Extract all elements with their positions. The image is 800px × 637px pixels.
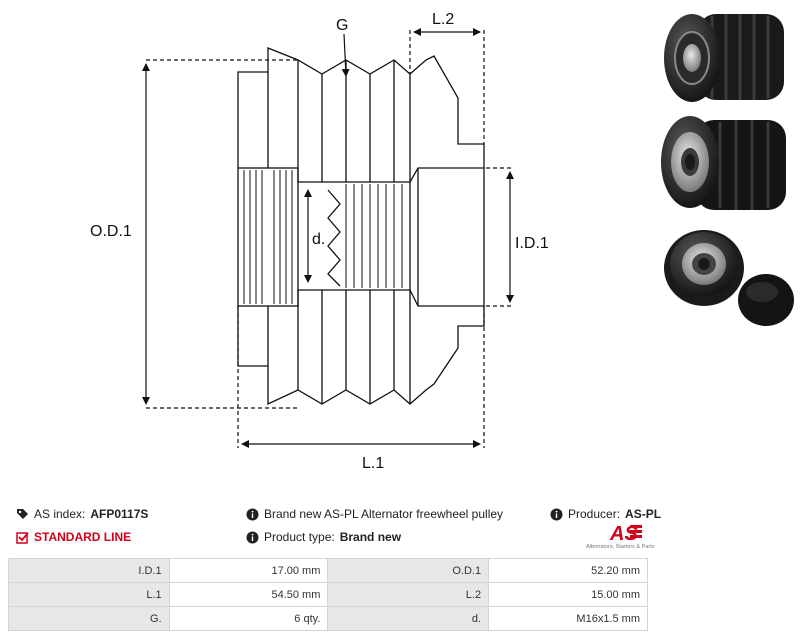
checkbox-checked-icon [16, 531, 29, 544]
logo-bars [630, 525, 642, 540]
as-pl-logo: AS Alternators, Starters & Parts [586, 523, 654, 553]
spec-key: G. [8, 606, 170, 631]
product-photos [661, 14, 794, 326]
pulley-outline-bottom [237, 306, 485, 406]
table-row: G. 6 qty. d. M16x1.5 mm [8, 606, 648, 631]
tag-icon [16, 508, 29, 521]
table-row: L.1 54.50 mm L.2 15.00 mm [8, 582, 648, 607]
spec-table: I.D.1 17.00 mm O.D.1 52.20 mm L.1 54.50 … [8, 558, 648, 631]
spec-value: 6 qty. [168, 606, 329, 631]
as-index-value: AFP0117S [90, 507, 149, 521]
producer-value: AS-PL [625, 507, 662, 521]
od1-label: O.D.1 [90, 223, 132, 240]
product-type-label: Product type: [264, 530, 335, 544]
pulley-rear-photo [661, 116, 786, 210]
logo-text: AS [610, 523, 638, 545]
description-row: Brand new AS-PL Alternator freewheel pul… [246, 507, 503, 521]
spec-key: d. [327, 606, 490, 631]
d-label: d. [312, 231, 325, 248]
pulley-outline-top [237, 47, 485, 168]
spec-key: I.D.1 [8, 558, 170, 583]
product-type-value: Brand new [339, 530, 402, 544]
threaded-bore [298, 181, 411, 291]
spec-value: 15.00 mm [488, 582, 648, 607]
producer-row: Producer: AS-PL [550, 507, 661, 521]
spec-value: 52.20 mm [488, 558, 648, 583]
table-row: I.D.1 17.00 mm O.D.1 52.20 mm [8, 558, 648, 583]
spec-value: 17.00 mm [168, 558, 329, 583]
pulley-technical-drawing: G L.2 O.D.1 d. I.D.1 L.1 [90, 11, 549, 472]
l1-label: L.1 [362, 455, 384, 472]
pulley-with-cap-photo [664, 230, 794, 326]
standard-line-label: STANDARD LINE [34, 530, 132, 544]
spec-key: L.1 [8, 582, 170, 607]
info-icon [550, 508, 563, 521]
logo-tagline: Alternators, Starters & Parts [586, 544, 655, 550]
spec-value: M16x1.5 mm [488, 606, 648, 631]
g-pointer-line [341, 33, 350, 77]
bearing-block [409, 167, 485, 307]
spline-hub [237, 167, 299, 307]
standard-line-row: STANDARD LINE [16, 530, 131, 544]
producer-label: Producer: [568, 507, 621, 521]
info-icon [246, 531, 259, 544]
product-type-row: Product type: Brand new [246, 530, 401, 544]
spec-key: L.2 [327, 582, 490, 607]
pulley-front-photo [664, 14, 784, 102]
id1-label: I.D.1 [515, 235, 549, 252]
g-label: G [336, 17, 348, 34]
as-index-row: AS index: AFP0117S [16, 507, 148, 521]
l2-label: L.2 [432, 11, 454, 28]
spec-value: 54.50 mm [168, 582, 329, 607]
description-text: Brand new AS-PL Alternator freewheel pul… [264, 507, 504, 521]
as-index-label: AS index: [34, 507, 86, 521]
info-icon [246, 508, 259, 521]
spec-key: O.D.1 [327, 558, 490, 583]
